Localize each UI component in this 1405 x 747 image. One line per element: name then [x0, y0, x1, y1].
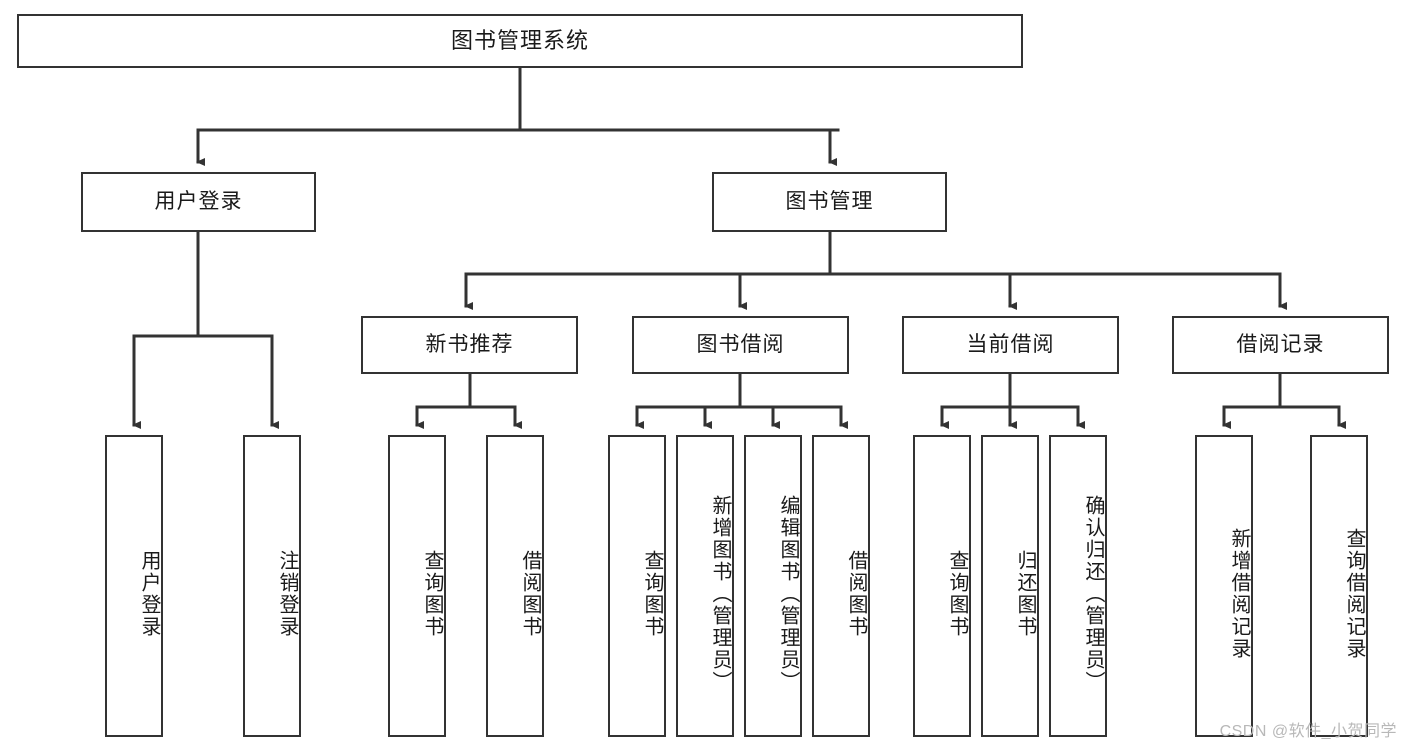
node-leaf-add-record[interactable]: 新增借阅记录	[1195, 435, 1253, 737]
node-label: 查询图书	[641, 550, 663, 638]
node-label: 编辑图书（管理员）	[777, 495, 799, 693]
node-leaf-query-book-rec[interactable]: 查询图书	[388, 435, 446, 737]
node-leaf-add-book[interactable]: 新增图书（管理员）	[676, 435, 734, 737]
node-label: 用户登录	[154, 190, 243, 214]
node-leaf-edit-book[interactable]: 编辑图书（管理员）	[744, 435, 802, 737]
node-label: 新书推荐	[425, 333, 514, 357]
node-label: 查询图书	[421, 550, 443, 638]
node-leaf-logout[interactable]: 注销登录	[243, 435, 301, 737]
node-label: 用户登录	[138, 550, 160, 638]
node-label: 查询借阅记录	[1343, 528, 1365, 660]
node-label: 确认归还（管理员）	[1082, 495, 1104, 693]
node-leaf-return-book[interactable]: 归还图书	[981, 435, 1039, 737]
node-leaf-user-login[interactable]: 用户登录	[105, 435, 163, 737]
node-label: 图书管理系统	[450, 27, 589, 53]
node-label: 借阅记录	[1236, 333, 1325, 357]
node-label: 查询图书	[946, 550, 968, 638]
node-leaf-confirm-return[interactable]: 确认归还（管理员）	[1049, 435, 1107, 737]
node-label: 归还图书	[1014, 550, 1036, 638]
node-label: 图书借阅	[696, 333, 785, 357]
node-new-book-recommend[interactable]: 新书推荐	[361, 316, 578, 374]
node-current-borrow[interactable]: 当前借阅	[902, 316, 1119, 374]
csdn-watermark: CSDN @软件_小贺同学	[1219, 723, 1397, 740]
node-label: 借阅图书	[519, 550, 541, 638]
node-label: 图书管理	[785, 190, 874, 214]
node-user-login[interactable]: 用户登录	[81, 172, 316, 232]
node-label: 借阅图书	[845, 550, 867, 638]
node-label: 新增图书（管理员）	[709, 495, 731, 693]
node-label: 注销登录	[276, 550, 298, 638]
node-root[interactable]: 图书管理系统	[17, 14, 1023, 68]
node-book-manage[interactable]: 图书管理	[712, 172, 947, 232]
node-label: 当前借阅	[966, 333, 1055, 357]
node-leaf-query-book-borrow[interactable]: 查询图书	[608, 435, 666, 737]
node-book-borrow[interactable]: 图书借阅	[632, 316, 849, 374]
node-leaf-query-record[interactable]: 查询借阅记录	[1310, 435, 1368, 737]
node-label: 新增借阅记录	[1228, 528, 1250, 660]
node-leaf-query-book-cur[interactable]: 查询图书	[913, 435, 971, 737]
node-leaf-borrow-book-rec[interactable]: 借阅图书	[486, 435, 544, 737]
node-leaf-borrow-book[interactable]: 借阅图书	[812, 435, 870, 737]
node-borrow-record[interactable]: 借阅记录	[1172, 316, 1389, 374]
